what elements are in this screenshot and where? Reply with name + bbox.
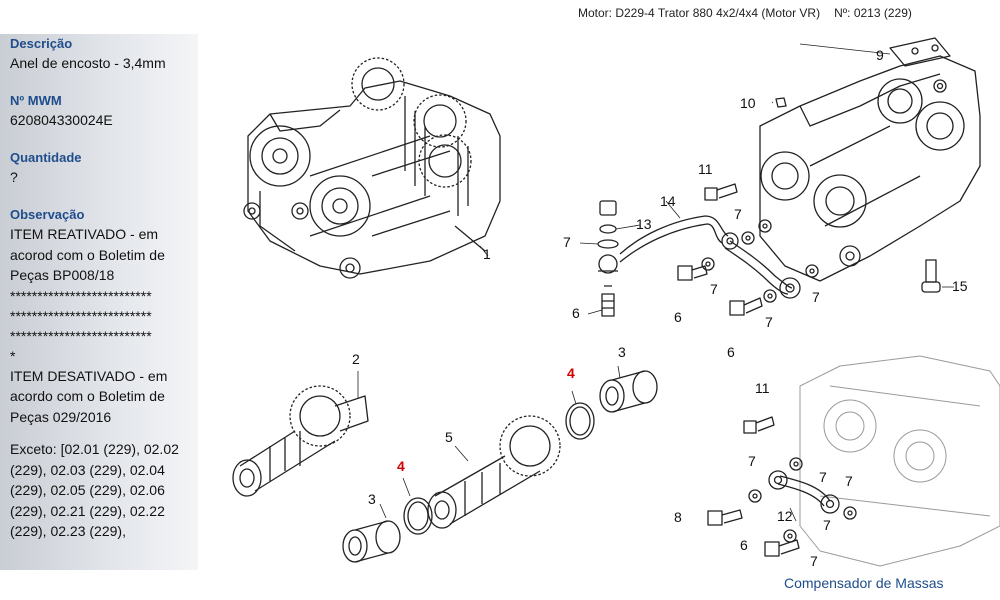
separator-stars-2: ************************** [10, 307, 152, 324]
mwm-label: Nº MWM [10, 93, 62, 108]
bolt-part6-lower [764, 539, 800, 557]
bushing-part3-right [599, 370, 658, 413]
callout-11-lower: 11 [755, 380, 770, 396]
callout-4-right: 4 [567, 365, 575, 381]
callout-12: 12 [777, 508, 793, 524]
callout-7-c: 7 [765, 314, 773, 330]
motor-title: Motor: D229-4 Trator 880 4x2/4x4 (Motor … [578, 6, 821, 20]
compensador-de-massas-link[interactable]: Compensador de Massas [784, 575, 944, 591]
callout-7-h: 7 [845, 473, 853, 489]
plug-part10 [775, 97, 787, 108]
bolt-part11-lower [743, 416, 775, 434]
oil-pipe-part12 [748, 457, 857, 543]
thrust-ring-part4-right [565, 402, 595, 440]
bolt-part8 [707, 509, 743, 526]
callout-7-g: 7 [819, 469, 827, 485]
bolt-part11-upper [704, 183, 738, 201]
separator-stars-4: * [10, 347, 16, 364]
mwm-value: 620804330024E [10, 112, 113, 128]
callout-7-b: 7 [710, 281, 718, 297]
quantidade-value: ? [10, 169, 18, 185]
callout-1: 1 [483, 246, 491, 262]
separator-stars-3: ************************** [10, 327, 152, 344]
part-info-panel: Descrição Anel de encosto - 3,4mm Nº MWM… [0, 34, 198, 570]
callout-6-c: 6 [727, 344, 735, 360]
callout-15: 15 [952, 278, 968, 294]
callout-4-left: 4 [397, 458, 405, 474]
obs-reativado-text: ITEM REATIVADO - em acorod com o Boletim… [10, 226, 165, 283]
callout-3-left: 3 [368, 491, 376, 507]
callout-7-d: 7 [812, 289, 820, 305]
callout-13: 13 [636, 216, 652, 232]
bolt-part15 [921, 259, 941, 293]
bushing-part3-left [342, 520, 401, 563]
balancer-shaft-part2 [232, 385, 369, 497]
callout-7-f: 7 [748, 453, 756, 469]
callout-3-right: 3 [618, 344, 626, 360]
faint-housing-lower [799, 355, 1000, 567]
callout-6-b: 6 [674, 309, 682, 325]
descricao-label: Descrição [10, 36, 73, 51]
exploded-parts-diagram: 1 2 3 3 4 4 5 6 6 6 6 7 7 7 7 7 7 7 7 7 … [200, 26, 1000, 574]
part-number-title: Nº: 0213 (229) [834, 6, 912, 20]
header-title: Motor: D229-4 Trator 880 4x2/4x4 (Motor … [578, 6, 998, 20]
callout-2: 2 [352, 351, 360, 367]
diagram-svg: 1 2 3 3 4 4 5 6 6 6 6 7 7 7 7 7 7 7 7 7 … [232, 37, 1000, 569]
callout-14: 14 [660, 193, 676, 209]
obs-desativado-text: ITEM DESATIVADO - em acordo com o Boleti… [10, 367, 168, 425]
callout-5: 5 [445, 429, 453, 445]
callout-7-a: 7 [563, 234, 571, 250]
balancer-housing-part1 [243, 57, 501, 279]
callout-10: 10 [740, 95, 756, 111]
callout-8: 8 [674, 509, 682, 525]
callout-7-e: 7 [734, 206, 742, 222]
thrust-ring-part4-left [403, 497, 433, 535]
callout-7-j: 7 [810, 553, 818, 569]
observacao-label: Observação [10, 207, 85, 222]
balancer-shaft-part5 [427, 415, 561, 529]
callout-6-a: 6 [572, 305, 580, 321]
quantidade-label: Quantidade [10, 150, 82, 165]
callout-11-upper: 11 [698, 161, 713, 177]
callout-7-i: 7 [823, 517, 831, 533]
callout-9: 9 [876, 47, 884, 63]
banjo-bolt-stack-13 [597, 200, 619, 317]
bolt-part6-mid [677, 219, 819, 316]
bracket-housing [759, 37, 981, 282]
separator-stars-1: ************************** [10, 287, 152, 304]
excecao-text: Exceto: [02.01 (229), 02.02 (229), 02.03… [10, 441, 179, 539]
descricao-value: Anel de encosto - 3,4mm [10, 55, 166, 71]
callout-6-d: 6 [740, 537, 748, 553]
oil-pipe-part14 [619, 215, 801, 299]
